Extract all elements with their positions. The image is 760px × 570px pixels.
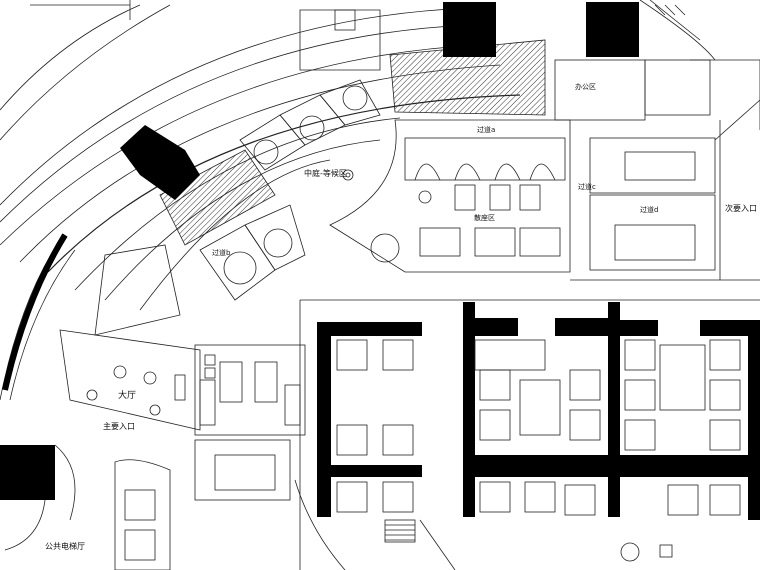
stairs xyxy=(294,479,673,570)
structural-blocks xyxy=(0,2,760,520)
right-wing xyxy=(554,0,760,271)
label-dining: 散座区 xyxy=(474,214,495,222)
private-rooms-arc xyxy=(94,9,400,336)
kitchen xyxy=(194,344,306,501)
label-atrium: 中庭-等候区 xyxy=(304,169,347,178)
label-hall: 大厅 xyxy=(118,391,137,401)
label-office: 办公区 xyxy=(575,83,596,91)
curtain-wall xyxy=(2,233,68,391)
label-guest-entrance: 次要入口 xyxy=(725,204,757,213)
lobby xyxy=(4,329,201,570)
label-corridor-b: 过道b xyxy=(212,249,231,257)
label-corridor-c: 过道c xyxy=(578,183,596,191)
lower-hall-cells xyxy=(336,339,741,516)
label-corridor-d: 过道d xyxy=(640,206,659,214)
label-main-entrance: 主要入口 xyxy=(103,422,135,431)
label-corridor-a: 过道a xyxy=(477,126,496,134)
label-public-elevator-hall: 公共电梯厅 xyxy=(45,542,85,551)
central-dining xyxy=(329,119,571,273)
hatched-zone-left xyxy=(159,149,276,246)
